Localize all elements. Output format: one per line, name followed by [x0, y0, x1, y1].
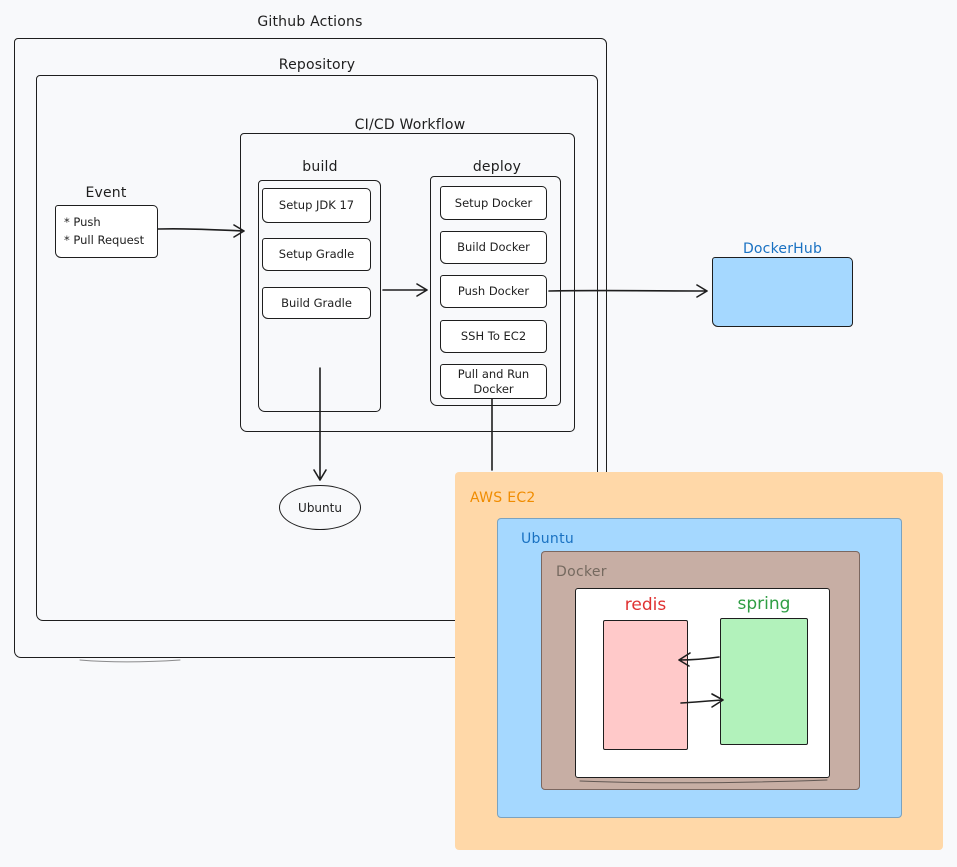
deploy-step-setup-docker: Setup Docker [440, 186, 547, 220]
build-step-setup-gradle: Setup Gradle [262, 238, 371, 271]
docker-host-label: Docker [556, 564, 607, 580]
event-item-push: * Push [64, 215, 101, 229]
redis-label: redis [624, 595, 667, 615]
sketch-line-outer-bottom [79, 659, 181, 663]
dockerhub-box [712, 257, 853, 327]
dockerhub-label: DockerHub [742, 241, 823, 257]
spring-label: spring [737, 594, 791, 614]
repository-box [36, 75, 598, 621]
diagram-title: Github Actions [257, 14, 363, 30]
redis-container-box [603, 620, 688, 750]
workflow-label: CI/CD Workflow [354, 117, 466, 133]
workflow-box [240, 133, 575, 432]
ubuntu-host-label: Ubuntu [521, 531, 575, 547]
deploy-step-push-docker: Push Docker [440, 275, 547, 308]
ubuntu-runner-ellipse: Ubuntu [279, 485, 361, 530]
repository-label: Repository [278, 57, 356, 73]
build-step-setup-jdk: Setup JDK 17 [262, 188, 371, 223]
deploy-step-ssh-ec2: SSH To EC2 [440, 320, 547, 353]
build-step-build-gradle: Build Gradle [262, 287, 371, 319]
event-label: Event [85, 185, 127, 201]
deploy-step-pull-run-docker: Pull and Run Docker [440, 364, 547, 399]
build-label: build [302, 159, 338, 175]
event-item-pull-request: * Pull Request [64, 233, 145, 248]
deploy-step-build-docker: Build Docker [440, 231, 547, 264]
github-actions-box [14, 38, 607, 658]
aws-ec2-label: AWS EC2 [470, 490, 536, 506]
spring-container-box [720, 618, 808, 745]
deploy-label: deploy [472, 159, 522, 175]
event-box: * Push * Pull Request [55, 205, 158, 258]
